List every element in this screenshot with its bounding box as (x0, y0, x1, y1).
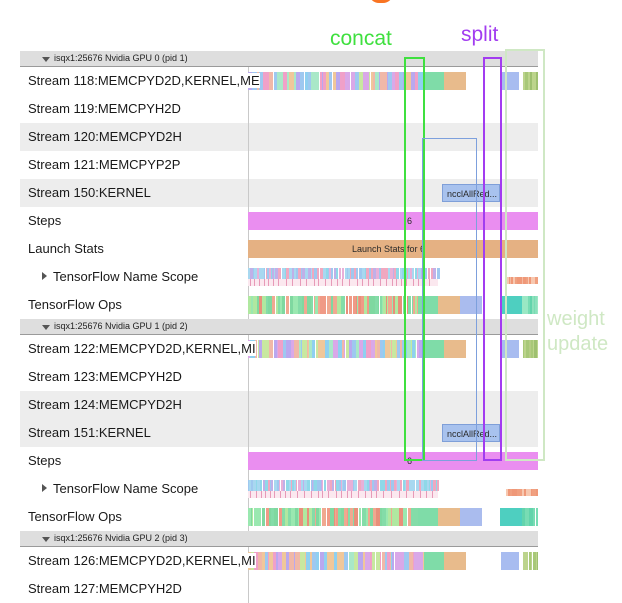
chevron-down-icon[interactable] (42, 57, 50, 62)
track-gridline (248, 419, 249, 447)
annotation-weight-update: weight update (547, 307, 608, 357)
track-gridline (248, 123, 249, 151)
timeline-track[interactable] (248, 123, 538, 151)
group-header[interactable]: isqx1:25676 Nvidia GPU 2 (pid 3) (20, 531, 538, 547)
chevron-right-icon[interactable] (42, 272, 47, 280)
timeline-bar[interactable]: 6 (248, 212, 538, 230)
timeline-track[interactable] (248, 391, 538, 419)
chevron-right-icon[interactable] (42, 484, 47, 492)
timeline-row-label-text: TensorFlow Name Scope (53, 269, 199, 284)
timeline-row[interactable]: Stream 127:MEMCPYH2D (20, 575, 538, 603)
timeline-bar-label: ncclAllRed... (447, 429, 498, 439)
timeline-row-label-text: TensorFlow Name Scope (53, 481, 199, 496)
timeline-track[interactable]: 6 (248, 447, 538, 475)
timeline-track[interactable]: ncclAllRed... (248, 179, 538, 207)
timeline-track[interactable] (248, 575, 538, 603)
timeline-row-label: Stream 126:MEMCPYD2D,KERNEL,MI (28, 553, 256, 568)
timeline-track[interactable]: ncclAllRed... (248, 419, 538, 447)
timeline-bar[interactable]: ncclAllRed... (442, 424, 500, 442)
timeline-row[interactable]: Stream 150:KERNEL ncclAllRed... (20, 179, 538, 207)
timeline-row[interactable]: Stream 118:MEMCPYD2D,KERNEL,ME (20, 67, 538, 95)
timeline-track[interactable] (248, 151, 538, 179)
timeline-bar[interactable] (248, 72, 538, 90)
timeline-bar[interactable]: 6 (248, 452, 538, 470)
timeline-track[interactable] (248, 503, 538, 531)
timeline-row-label: TensorFlow Name Scope (42, 269, 199, 284)
annotation-weight-update-line1: weight (547, 308, 605, 330)
timeline-track[interactable]: Launch Stats for 6 (248, 235, 538, 263)
timeline-bar-label: 6 (407, 216, 413, 226)
timeline-row[interactable]: Stream 122:MEMCPYD2D,KERNEL,MI (20, 335, 538, 363)
timeline-row-label: Stream 151:KERNEL (28, 425, 151, 440)
timeline-bar[interactable] (248, 340, 538, 358)
track-gridline (248, 95, 249, 123)
track-gridline (248, 391, 249, 419)
timeline-row[interactable]: Launch Stats Launch Stats for 6 (20, 235, 538, 263)
timeline-row-label: Stream 124:MEMCPYD2H (28, 397, 182, 412)
timeline-bar-label: ncclAllRed... (447, 189, 498, 199)
track-gridline (248, 179, 249, 207)
timeline-panel[interactable]: isqx1:25676 Nvidia GPU 0 (pid 1) Stream 1… (20, 51, 538, 603)
group-header[interactable]: isqx1:25676 Nvidia GPU 0 (pid 1) (20, 51, 538, 67)
timeline-row-label: Steps (28, 213, 62, 228)
timeline-bar[interactable] (248, 480, 538, 498)
timeline-row-label: Launch Stats (28, 241, 104, 256)
timeline-row-label: Stream 122:MEMCPYD2D,KERNEL,MI (28, 341, 256, 356)
timeline-track[interactable]: 6 (248, 207, 538, 235)
chevron-down-icon[interactable] (42, 325, 50, 330)
timeline-row-label: Stream 150:KERNEL (28, 185, 151, 200)
timeline-row[interactable]: Stream 121:MEMCPYP2P (20, 151, 538, 179)
timeline-bar-label: 6 (407, 456, 413, 466)
timeline-track[interactable] (248, 67, 538, 95)
annotation-split: split (461, 23, 499, 46)
timeline-bar[interactable]: Launch Stats for 6 (248, 240, 538, 258)
timeline-row-label: Stream 123:MEMCPYH2D (28, 369, 182, 384)
timeline-row-label: TensorFlow Ops (28, 297, 122, 312)
annotation-concat: concat (330, 27, 392, 50)
timeline-row[interactable]: Stream 151:KERNEL ncclAllRed... (20, 419, 538, 447)
timeline-row-label: Stream 119:MEMCPYH2D (28, 101, 181, 116)
timeline-row[interactable]: TensorFlow Ops (20, 503, 538, 531)
group-header-label: isqx1:25676 Nvidia GPU 2 (pid 3) (54, 533, 188, 543)
timeline-track[interactable] (248, 263, 538, 291)
timeline-row-label: TensorFlow Ops (28, 509, 122, 524)
timeline-bar[interactable]: ncclAllRed... (442, 184, 500, 202)
annotation-weight-update-line2: update (547, 333, 609, 355)
timeline-row[interactable]: TensorFlow Name Scope (20, 263, 538, 291)
timeline-bar[interactable] (248, 296, 538, 314)
timeline-row[interactable]: TensorFlow Name Scope (20, 475, 538, 503)
timeline-bar[interactable] (248, 508, 538, 526)
timeline-bar-label: Launch Stats for 6 (352, 244, 426, 254)
timeline-row[interactable]: Stream 119:MEMCPYH2D (20, 95, 538, 123)
timeline-track[interactable] (248, 335, 538, 363)
timeline-track[interactable] (248, 547, 538, 575)
timeline-track[interactable] (248, 475, 538, 503)
track-gridline (248, 363, 249, 391)
chevron-down-icon[interactable] (42, 537, 50, 542)
timeline-row-label: TensorFlow Name Scope (42, 481, 199, 496)
timeline-row[interactable]: Steps 6 (20, 207, 538, 235)
timeline-row-label: Stream 127:MEMCPYH2D (28, 581, 182, 596)
timeline-track[interactable] (248, 95, 538, 123)
timeline-track[interactable] (248, 363, 538, 391)
group-header-label: isqx1:25676 Nvidia GPU 0 (pid 1) (54, 53, 188, 63)
timeline-row[interactable]: Stream 123:MEMCPYH2D (20, 363, 538, 391)
timeline-row[interactable]: Stream 124:MEMCPYD2H (20, 391, 538, 419)
timeline-row[interactable]: Stream 120:MEMCPYD2H (20, 123, 538, 151)
timeline-bar[interactable] (248, 552, 538, 570)
group-header[interactable]: isqx1:25676 Nvidia GPU 1 (pid 2) (20, 319, 538, 335)
track-gridline (248, 151, 249, 179)
timeline-row-label: Stream 120:MEMCPYD2H (28, 129, 182, 144)
clipped-orange-marker (369, 0, 393, 3)
timeline-track[interactable] (248, 291, 538, 319)
timeline-row[interactable]: TensorFlow Ops (20, 291, 538, 319)
timeline-row-label: Stream 121:MEMCPYP2P (28, 157, 181, 172)
timeline-row[interactable]: Stream 126:MEMCPYD2D,KERNEL,MI (20, 547, 538, 575)
timeline-row-label: Stream 118:MEMCPYD2D,KERNEL,ME (28, 73, 260, 88)
group-header-label: isqx1:25676 Nvidia GPU 1 (pid 2) (54, 321, 188, 331)
timeline-bar[interactable] (248, 268, 538, 286)
